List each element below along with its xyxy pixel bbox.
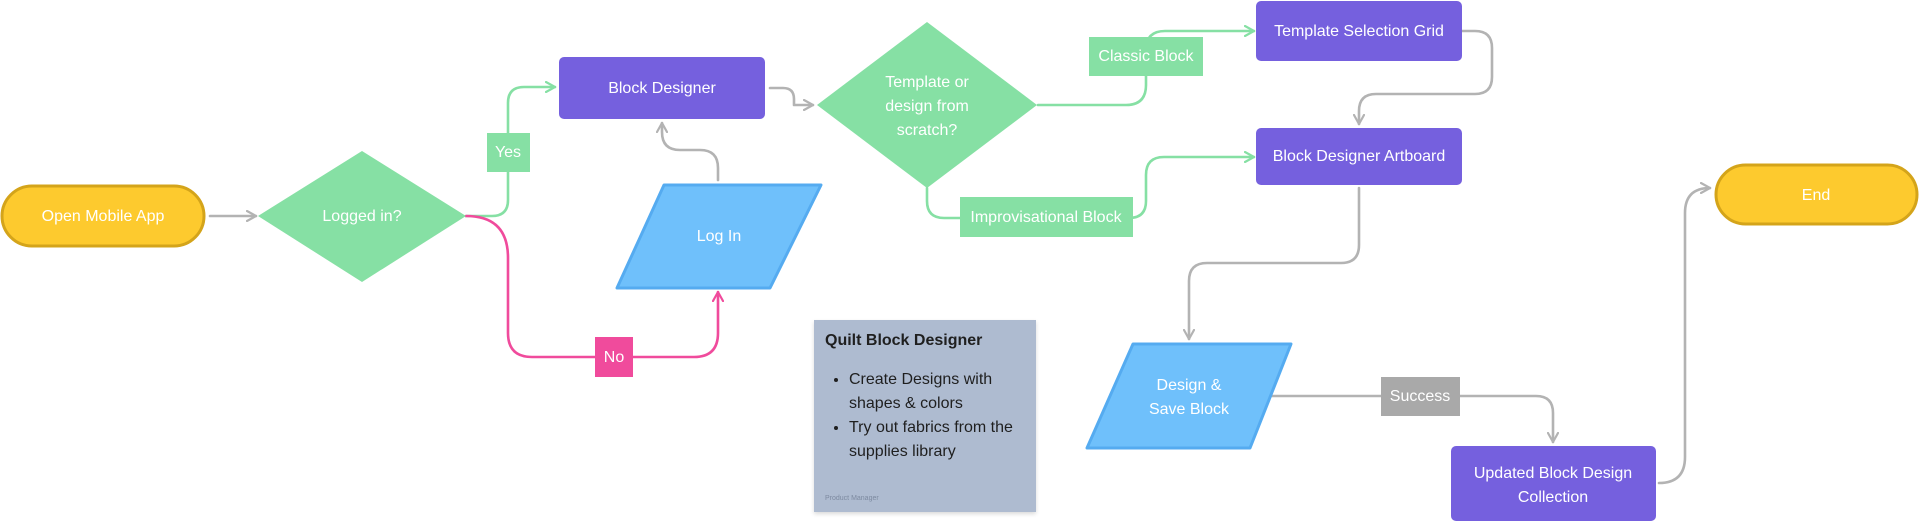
node-label: Template or design from scratch?	[885, 74, 969, 139]
node-label: Log In	[697, 228, 741, 245]
edge-collection-to-end	[1657, 188, 1712, 485]
decision-shape	[817, 22, 1037, 188]
node-label: Design & Save Block	[1149, 377, 1230, 418]
edge-label-success: Success	[1381, 377, 1460, 416]
node-template-decision: Template or design from scratch?	[817, 22, 1037, 188]
io-shape	[1085, 342, 1293, 450]
edge-label-yes: Yes	[487, 133, 530, 172]
sticky-author: Product Manager	[825, 495, 879, 502]
label-text: No	[604, 349, 625, 366]
decision-shape	[258, 151, 466, 282]
edge-block-designer-to-decision	[768, 86, 815, 105]
node-logged-in: Logged in?	[258, 151, 466, 282]
process-shape	[1256, 1, 1462, 61]
node-label: End	[1802, 187, 1830, 204]
node-open-mobile-app: Open Mobile App	[0, 184, 206, 248]
node-label-line: Updated Block Design	[1474, 465, 1632, 482]
edge-artboard-to-design	[1189, 186, 1361, 341]
node-label-line: scratch?	[897, 122, 958, 139]
sticky-note: Quilt Block Designer Create Designs with…	[814, 320, 1036, 512]
label-box	[1089, 37, 1203, 76]
edge-improv	[925, 157, 1256, 220]
label-box	[487, 133, 530, 172]
label-text: Success	[1390, 388, 1450, 405]
label-text: Classic Block	[1098, 48, 1194, 65]
label-box	[960, 197, 1133, 237]
edge-login-to-block-designer	[662, 121, 720, 182]
node-label: Block Designer Artboard	[1273, 148, 1446, 165]
sticky-title: Quilt Block Designer	[825, 332, 983, 349]
node-end: End	[1714, 163, 1919, 226]
label-box	[1381, 377, 1460, 416]
process-shape	[1256, 128, 1462, 185]
edge-label-classic-block: Classic Block	[1089, 37, 1203, 76]
process-shape	[559, 57, 765, 119]
node-label: Block Designer	[608, 80, 716, 97]
node-block-designer: Block Designer	[559, 57, 765, 119]
label-text: Improvisational Block	[970, 209, 1122, 226]
node-label: Open Mobile App	[42, 208, 165, 225]
edge-label-improvisational-block: Improvisational Block	[960, 197, 1133, 237]
node-label-line: Template or	[885, 74, 969, 91]
node-label-line: Design &	[1157, 377, 1222, 394]
sticky-list: Create Designs with shapes & colors Try …	[825, 368, 1025, 464]
process-shape	[1451, 446, 1656, 521]
sticky-list-item: Create Designs with shapes & colors	[849, 368, 1025, 416]
node-label: Template Selection Grid	[1274, 23, 1444, 40]
edge-label-no: No	[595, 337, 633, 377]
edge-success	[1270, 394, 1553, 444]
node-design-save-block: Design & Save Block	[1085, 342, 1293, 450]
sticky-list-item: Try out fabrics from the supplies librar…	[849, 416, 1025, 464]
node-block-designer-artboard: Block Designer Artboard	[1256, 128, 1462, 185]
label-box	[595, 337, 633, 377]
io-shape	[615, 183, 823, 290]
label-text: Yes	[495, 144, 521, 161]
node-label-line: Collection	[1518, 489, 1588, 506]
edge-no	[464, 214, 718, 359]
terminal-shape	[0, 184, 206, 248]
edge-labels: Yes No Classic Block Improvisational Blo…	[487, 37, 1460, 416]
node-template-selection-grid: Template Selection Grid	[1256, 1, 1462, 61]
node-log-in: Log In	[615, 183, 823, 290]
node-label: Logged in?	[322, 208, 401, 225]
terminal-shape	[1714, 163, 1919, 226]
node-label-line: design from	[885, 98, 969, 115]
edge-grid-to-artboard	[1359, 29, 1494, 126]
node-label-line: Save Block	[1149, 401, 1230, 418]
